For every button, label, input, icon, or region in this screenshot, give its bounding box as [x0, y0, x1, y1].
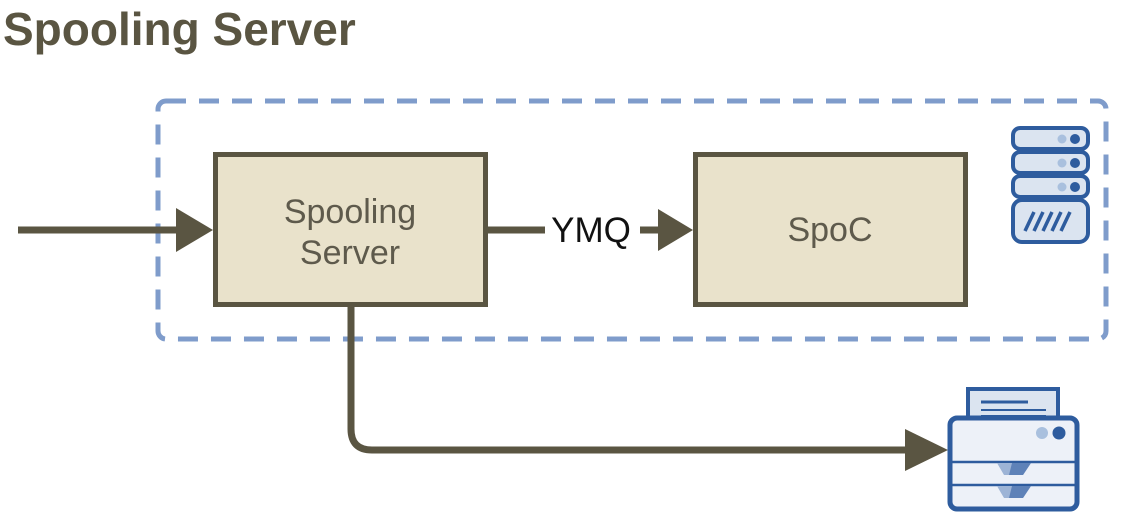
node-spooling-server-label-line1: Spooling	[284, 193, 416, 231]
server-led	[1057, 134, 1067, 144]
printer-led	[1052, 426, 1066, 440]
edge-ymq: YMQ	[488, 209, 693, 251]
server-slab	[1011, 150, 1090, 175]
server-led	[1070, 134, 1080, 144]
node-spooling-server: Spooling Server	[213, 152, 488, 307]
edge-to-printer	[347, 304, 948, 471]
node-spoc: SpoC	[693, 152, 968, 307]
arrowhead-icon	[658, 209, 693, 251]
server-led	[1057, 158, 1067, 168]
server-base	[1011, 198, 1090, 244]
server-led	[1057, 182, 1067, 192]
server-slab	[1011, 126, 1090, 151]
edge-ymq-label: YMQ	[551, 211, 631, 250]
page-title: Spooling Server	[3, 3, 356, 55]
printer-tray-dividers	[952, 460, 1075, 487]
printer-tray-handle	[997, 486, 1031, 498]
server-vents	[1023, 211, 1072, 232]
printer-icon	[947, 387, 1080, 512]
server-icon	[1011, 126, 1090, 244]
node-spooling-server-label-line2: Server	[300, 234, 400, 272]
edge-to-printer-line	[347, 304, 905, 454]
edge-inbound	[18, 208, 213, 252]
boundary-dashed-box	[155, 98, 1109, 342]
arrowhead-icon	[905, 429, 948, 471]
printer-led	[1036, 427, 1048, 439]
printer-tray-handle	[997, 463, 1031, 475]
server-led	[1070, 158, 1080, 168]
node-spoc-label: SpoC	[787, 211, 872, 249]
server-slab	[1011, 174, 1090, 199]
arrowhead-icon	[176, 208, 213, 252]
node-spoc-box	[693, 152, 968, 307]
server-led	[1070, 182, 1080, 192]
